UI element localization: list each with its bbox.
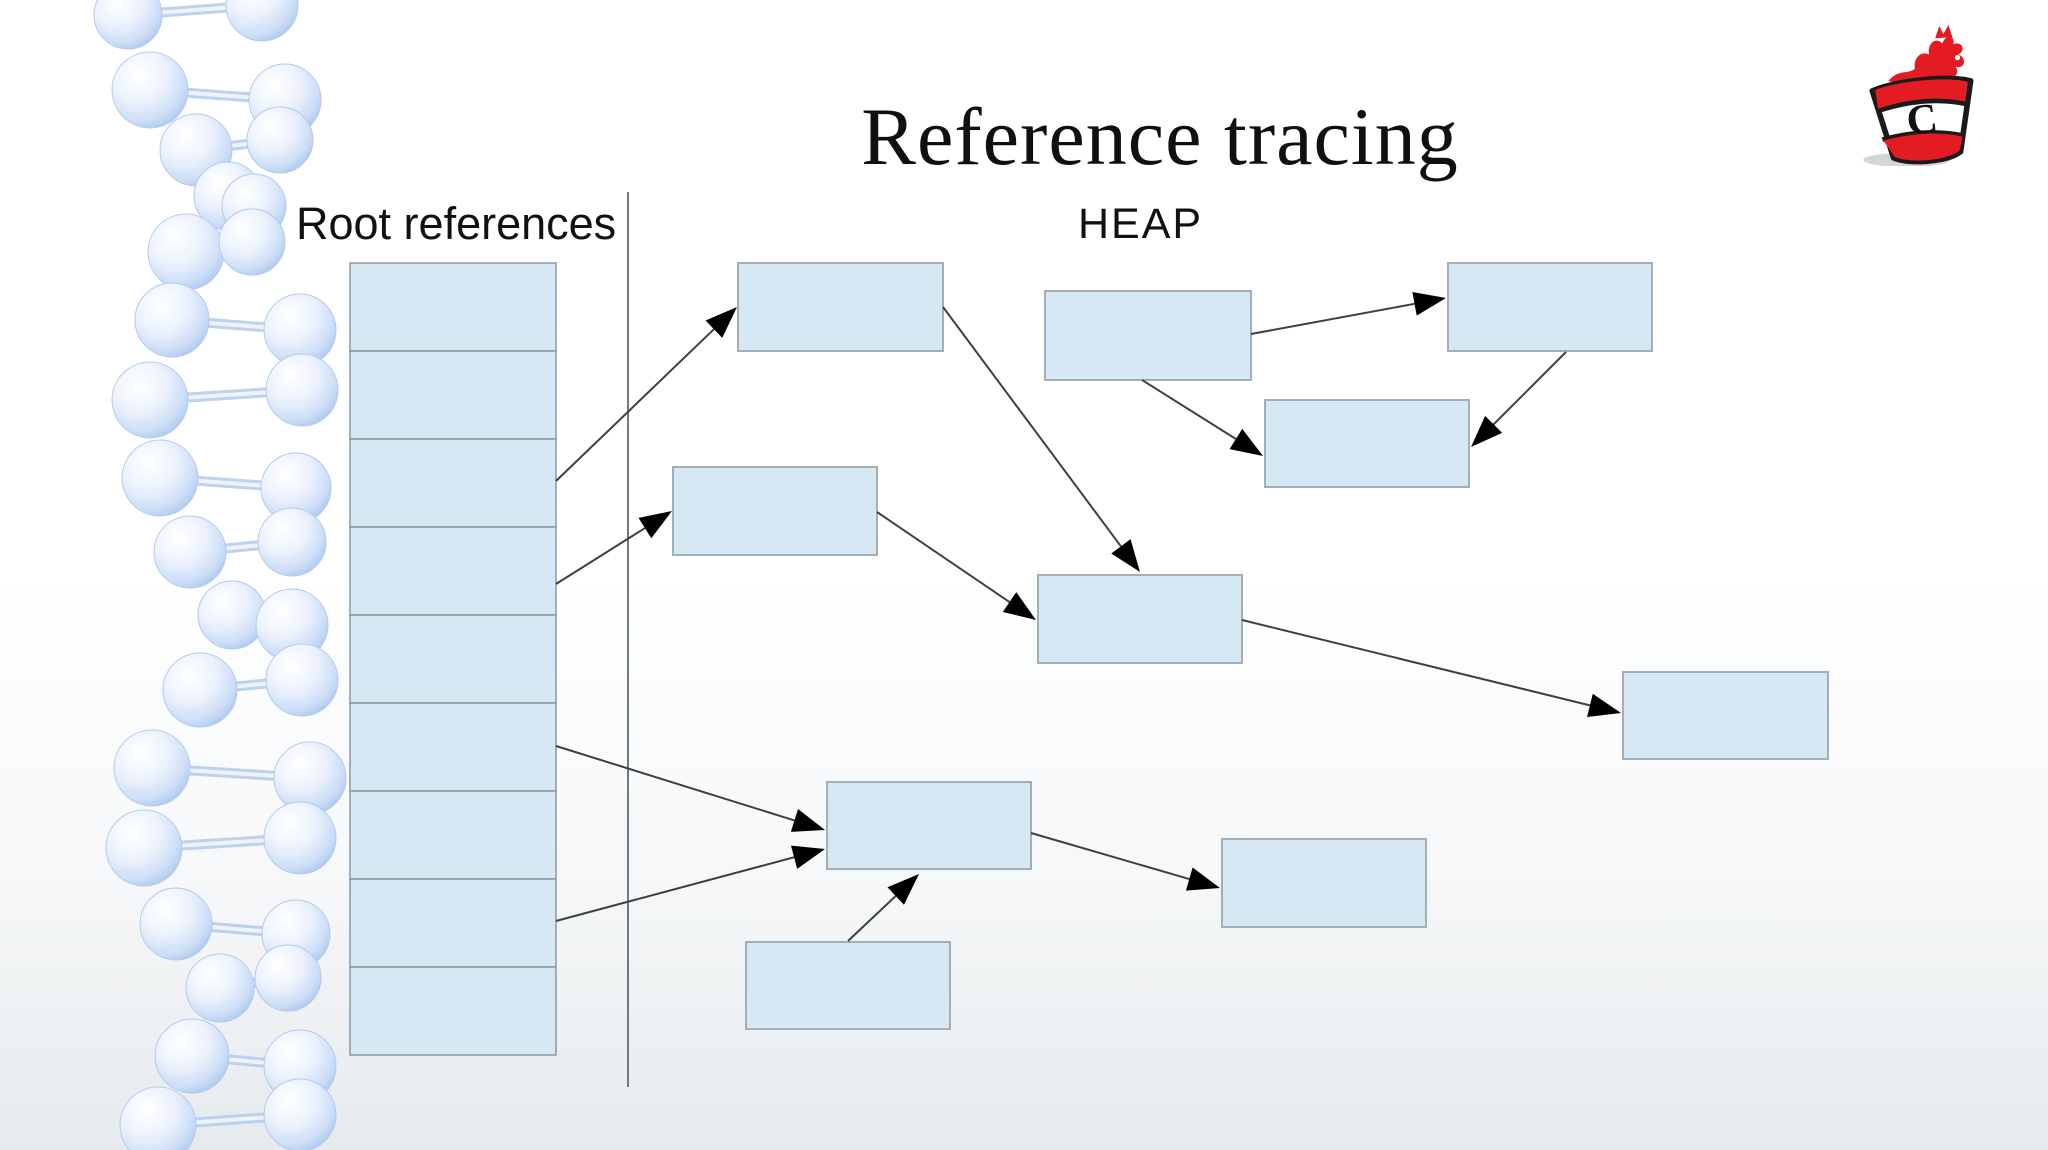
root-stack-row (349, 262, 557, 352)
root-stack-row (349, 790, 557, 880)
dna-sphere (111, 51, 189, 129)
reference-arrow-head-j-to-h (887, 874, 919, 905)
heap-box-h (826, 781, 1032, 870)
heap-box-c (1447, 262, 1653, 352)
page-title: Reference tracing (861, 91, 1459, 182)
dna-helix-decoration (93, 0, 347, 1150)
heap-box-d (1264, 399, 1470, 488)
reference-arrow-line-a-to-f (942, 306, 1122, 547)
reference-arrow-head-a-to-f (1111, 539, 1140, 572)
reference-arrow-head-c-to-d (1471, 415, 1503, 447)
dna-sphere (197, 580, 267, 650)
logo-letter: C (1904, 95, 1940, 145)
heap-box-f (1037, 574, 1243, 664)
dna-sphere (263, 1078, 337, 1150)
dna-sphere (93, 0, 163, 50)
dna-sphere (218, 208, 286, 276)
heap-label: HEAP (1078, 200, 1204, 248)
reference-arrow-line-b-to-d (1141, 379, 1237, 440)
reference-arrow-line-root3-to-a (555, 328, 715, 482)
logo-bucket-bottom-band (1883, 133, 1963, 161)
reference-arrow-line-h-to-i (1030, 832, 1190, 881)
dna-sphere (257, 507, 327, 577)
heap-box-i (1221, 838, 1427, 928)
heap-box-j (745, 941, 951, 1030)
heap-box-b (1044, 290, 1252, 381)
bucket-logo: C (1863, 25, 1974, 166)
dna-sphere (225, 0, 299, 42)
dna-sphere (265, 643, 339, 717)
logo-bucket-band-line1 (1876, 98, 1968, 114)
reference-arrow-head-e-to-f (1002, 592, 1036, 620)
dna-sphere (111, 361, 189, 439)
reference-arrow-head-root8-to-h (790, 845, 825, 869)
dna-sphere (162, 652, 238, 728)
root-stack-row (349, 878, 557, 968)
root-stack-row (349, 350, 557, 440)
reference-arrow-head-b-to-c (1412, 292, 1446, 316)
logo-splash-dot (1954, 54, 1961, 61)
logo-splash-icon (1888, 36, 1965, 85)
dna-sphere (105, 809, 183, 887)
dna-sphere (154, 1018, 230, 1094)
dna-sphere (185, 953, 255, 1023)
root-stack-row (349, 526, 557, 616)
reference-arrow-head-h-to-i (1185, 867, 1220, 891)
root-stack-row (349, 966, 557, 1056)
dna-sphere (134, 282, 210, 358)
heap-box-e (672, 466, 878, 556)
reference-arrow-head-root4-to-e (638, 511, 672, 539)
reference-arrow-head-f-to-g (1587, 693, 1621, 718)
heap-box-g (1622, 671, 1829, 760)
logo-splash-crown (1935, 25, 1953, 39)
reference-arrow-line-root6-to-h (555, 745, 795, 822)
logo-bucket-band-line2 (1881, 130, 1965, 142)
dna-sphere (119, 1086, 197, 1150)
reference-arrow-line-j-to-h (847, 895, 897, 942)
heap-box-a (737, 262, 944, 352)
dna-sphere (153, 515, 227, 589)
dna-sphere (121, 439, 199, 517)
reference-arrow-line-c-to-d (1492, 351, 1567, 426)
dna-sphere (265, 353, 339, 427)
dna-sphere (147, 213, 225, 291)
reference-arrow-head-b-to-d (1229, 428, 1263, 456)
reference-arrow-head-root3-to-a (705, 307, 737, 338)
root-stack-row (349, 614, 557, 704)
reference-arrow-line-b-to-c (1250, 302, 1415, 335)
dna-sphere (246, 106, 314, 174)
root-stack-row (349, 702, 557, 792)
dna-sphere (139, 887, 213, 961)
dna-sphere (263, 801, 337, 875)
dna-sphere (113, 729, 191, 807)
reference-arrow-line-root8-to-h (555, 856, 795, 922)
reference-diagram (349, 192, 1829, 1087)
reference-arrow-line-f-to-g (1241, 619, 1591, 707)
dna-sphere (254, 944, 322, 1012)
root-references-label: Root references (296, 198, 617, 249)
reference-arrow-head-root6-to-h (790, 809, 825, 832)
reference-arrow-line-root4-to-e (555, 527, 646, 585)
reference-arrow-line-e-to-f (876, 511, 1011, 603)
root-stack-row (349, 438, 557, 528)
